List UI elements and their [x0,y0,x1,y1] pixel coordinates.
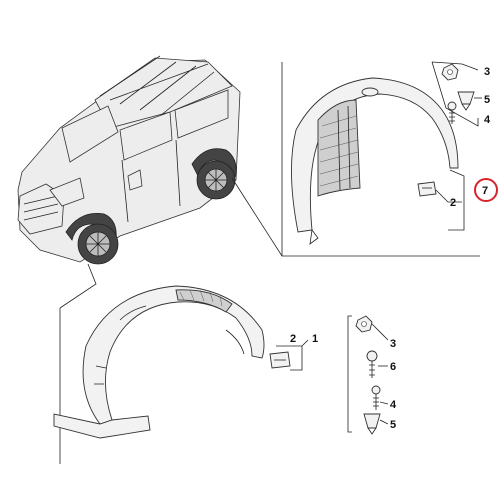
vehicle-illustration [17,55,241,265]
bottom-leader-5 [379,419,389,425]
top-detail-frame [281,62,480,257]
bottom-leader-2-1 [276,339,309,371]
pointer-rear-arch [231,177,283,257]
callout-top-7-highlight [474,178,498,202]
rear-wheel-arch-liner [291,77,459,245]
callout-top-7: 7 [482,185,488,197]
callout-bottom-1: 1 [312,333,318,345]
bottom-leader-4 [379,401,389,405]
callout-bottom-4: 4 [390,399,397,411]
callout-top-3: 3 [484,66,490,78]
callout-bottom-2: 2 [290,333,296,345]
callout-bottom-5: 5 [390,419,396,431]
top-leader-7 [448,169,465,231]
callout-top-4: 4 [484,114,491,126]
bottom-leader-bracket [347,315,352,433]
callout-bottom-3: 3 [390,338,396,350]
front-wheel-arch-liner [53,285,291,439]
top-leader-3-5-4 [431,61,479,127]
bottom-leader-3 [371,323,389,341]
bottom-fasteners [355,315,381,435]
top-fasteners [417,63,475,197]
top-leader-2 [435,189,462,203]
pointer-front-arch [59,263,97,309]
callout-top-2: 2 [450,197,456,209]
callout-bottom-6: 6 [390,361,396,373]
callout-top-5: 5 [484,94,490,106]
